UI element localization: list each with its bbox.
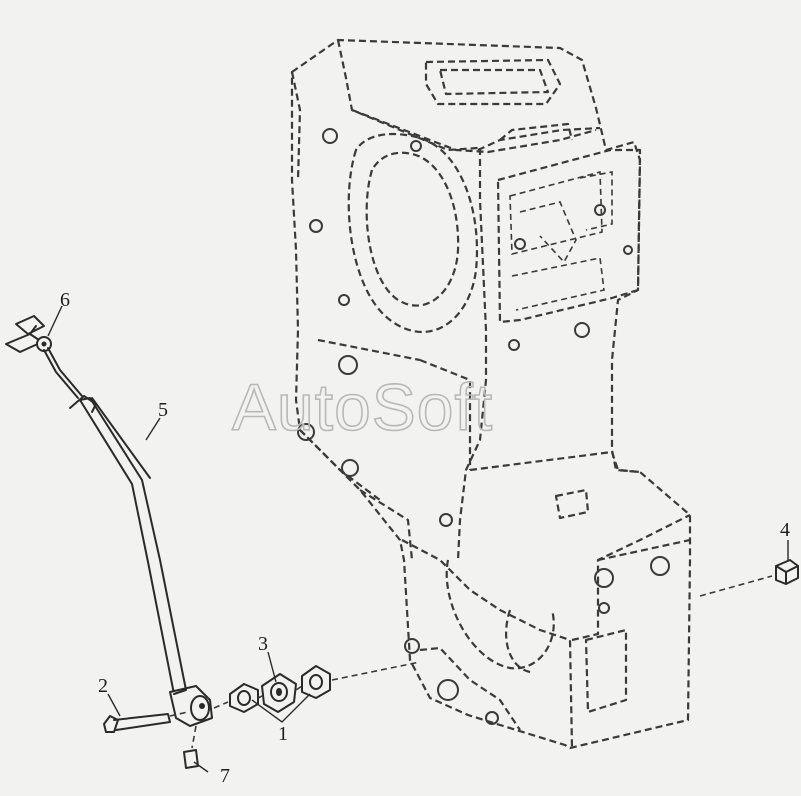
drain-plug — [699, 559, 799, 597]
callout-6: 6 — [60, 289, 70, 311]
dipstick-tube — [69, 395, 213, 727]
dipstick-handle — [5, 315, 83, 399]
callout-4: 4 — [780, 519, 790, 541]
transmission-housing — [290, 38, 692, 750]
callout-7: 7 — [220, 765, 230, 787]
callout-5: 5 — [158, 399, 168, 421]
callout-3: 3 — [258, 633, 268, 655]
nut-small — [183, 725, 199, 769]
callout-1: 1 — [278, 723, 288, 745]
watermark: AutoSoft — [232, 370, 493, 444]
gasket-set — [213, 661, 421, 713]
bolt — [103, 711, 189, 733]
callout-2: 2 — [98, 675, 108, 697]
leader-lines — [47, 305, 789, 773]
